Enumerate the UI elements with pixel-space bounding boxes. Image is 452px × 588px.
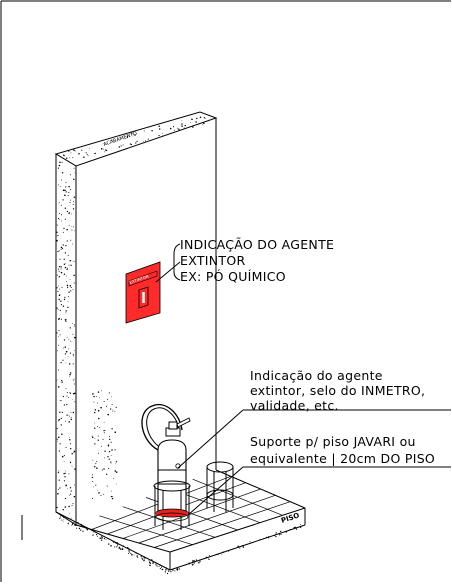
callout-label-line1: Indicação do agente bbox=[250, 368, 383, 383]
extinguisher-cylinder bbox=[157, 439, 187, 513]
callout-agent-line2: EXTINTOR bbox=[180, 253, 245, 268]
floor-right-edge bbox=[169, 524, 306, 571]
floor-tiles bbox=[91, 476, 291, 548]
callout-support-line1: Suporte p/ piso JAVARI ou bbox=[250, 434, 416, 449]
callout-support: Suporte p/ piso JAVARI ou equivalente | … bbox=[187, 434, 451, 516]
callout-agent-leader bbox=[155, 261, 181, 283]
sign-text: EXTINTOR bbox=[129, 274, 150, 285]
floor-texture bbox=[58, 515, 302, 575]
callout-agent-brace bbox=[173, 243, 181, 281]
callout-label-line2: extintor, selo do INMETRO, bbox=[250, 383, 425, 398]
wall: ACABAMENTO bbox=[54, 111, 218, 526]
callout-agent-line3: EX: PÓ QUÍMICO bbox=[180, 269, 286, 284]
callout-agent-line1: INDICAÇÃO DO AGENTE bbox=[180, 237, 334, 252]
callout-label: Indicação do agente extintor, selo do IN… bbox=[177, 368, 451, 469]
extinguisher-handle bbox=[176, 417, 191, 428]
empty-floor-support bbox=[206, 461, 234, 512]
sign-icon-body bbox=[142, 292, 145, 303]
wall-side-face bbox=[55, 153, 77, 526]
wall-texture bbox=[56, 116, 207, 519]
callout-support-leader bbox=[187, 466, 244, 516]
wall-top-face bbox=[54, 111, 218, 167]
fire-extinguisher bbox=[141, 404, 191, 530]
callout-agent: INDICAÇÃO DO AGENTE EXTINTOR EX: PÓ QUÍM… bbox=[155, 237, 334, 284]
extinguisher-hose bbox=[141, 404, 183, 451]
sign-header bbox=[128, 270, 158, 287]
callout-support-line2: equivalente | 20cm DO PISO bbox=[250, 451, 435, 466]
callout-label-line3: validade, etc. bbox=[250, 398, 339, 413]
callout-label-leader bbox=[177, 409, 244, 469]
extinguisher-sign: EXTINTOR bbox=[125, 261, 161, 324]
